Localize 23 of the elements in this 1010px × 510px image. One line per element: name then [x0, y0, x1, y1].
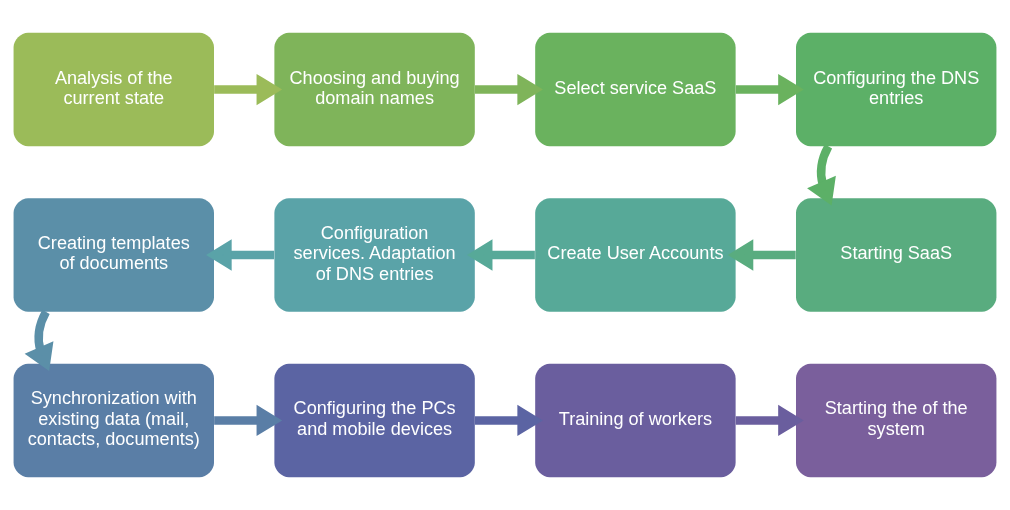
- node-box: Starting SaaS: [796, 198, 997, 312]
- arrow: [206, 239, 275, 271]
- arrow: [214, 73, 283, 106]
- node-box: Configuration services. Adaptation of DNS entries: [274, 198, 475, 312]
- node-box: Synchronization with existing data (mail, contacts, documents): [13, 363, 214, 478]
- node-box: Training of workers: [535, 363, 736, 478]
- arrow: [735, 404, 804, 437]
- arrow: [735, 73, 804, 106]
- arrow: [466, 239, 535, 271]
- node-box: Configuring the DNS entries: [796, 32, 997, 147]
- arrow: [24, 309, 54, 371]
- node-box: Creating templates of documents: [13, 198, 214, 312]
- node-box: Analysis of the current state: [13, 32, 214, 147]
- node-box: Select service SaaS: [535, 32, 736, 147]
- arrow: [807, 144, 836, 206]
- node-box: Starting the of the system: [796, 363, 997, 478]
- node-box: Configuring the PCs and mobile devices: [274, 363, 475, 478]
- arrow: [474, 404, 543, 437]
- node-box: Choosing and buying domain names: [274, 32, 475, 147]
- arrow: [727, 239, 796, 271]
- node-box: Create User Accounts: [535, 198, 736, 312]
- arrow: [474, 73, 543, 106]
- arrow: [214, 404, 283, 437]
